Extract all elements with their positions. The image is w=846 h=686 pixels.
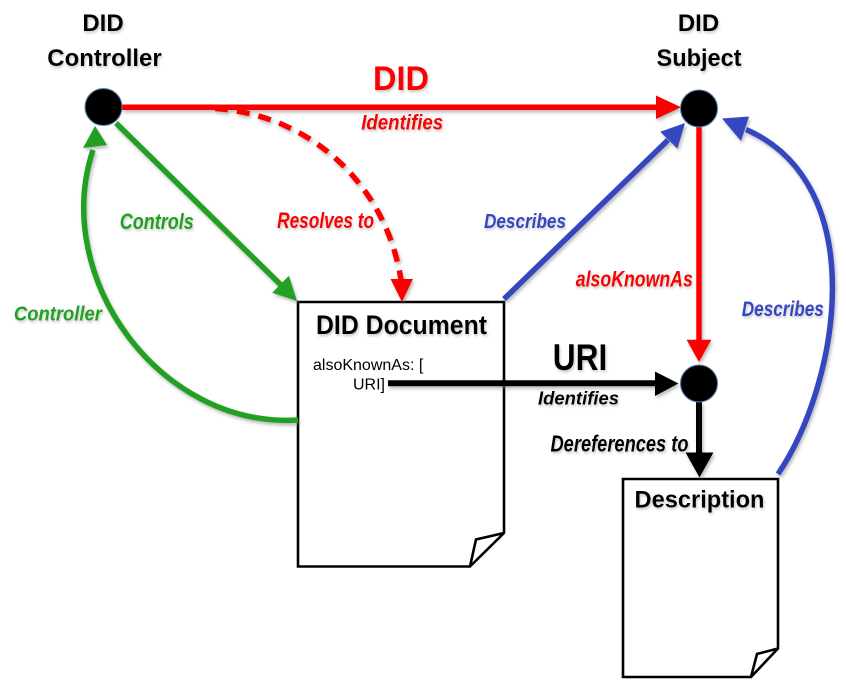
svg-text:URI: URI	[553, 337, 608, 378]
svg-text:Controller: Controller	[14, 303, 103, 325]
svg-text:Resolves to: Resolves to	[277, 208, 374, 233]
svg-text:alsoKnownAs: [: alsoKnownAs: [	[313, 357, 424, 374]
svg-text:URI]: URI]	[353, 377, 385, 394]
svg-text:Controls: Controls	[120, 209, 194, 234]
svg-text:Controller: Controller	[47, 45, 161, 72]
svg-text:Identifies: Identifies	[361, 112, 443, 135]
svg-text:Identifies: Identifies	[538, 389, 619, 409]
svg-text:Describes: Describes	[742, 298, 824, 321]
svg-text:DID Document: DID Document	[316, 310, 487, 340]
svg-text:DID: DID	[678, 10, 719, 37]
svg-text:Description: Description	[635, 487, 765, 514]
svg-text:Describes: Describes	[484, 211, 566, 233]
svg-text:Dereferences to: Dereferences to	[551, 430, 689, 456]
svg-text:Subject: Subject	[657, 45, 742, 72]
svg-text:DID: DID	[82, 10, 123, 37]
svg-text:alsoKnownAs: alsoKnownAs	[576, 267, 693, 292]
svg-text:DID: DID	[373, 60, 429, 98]
